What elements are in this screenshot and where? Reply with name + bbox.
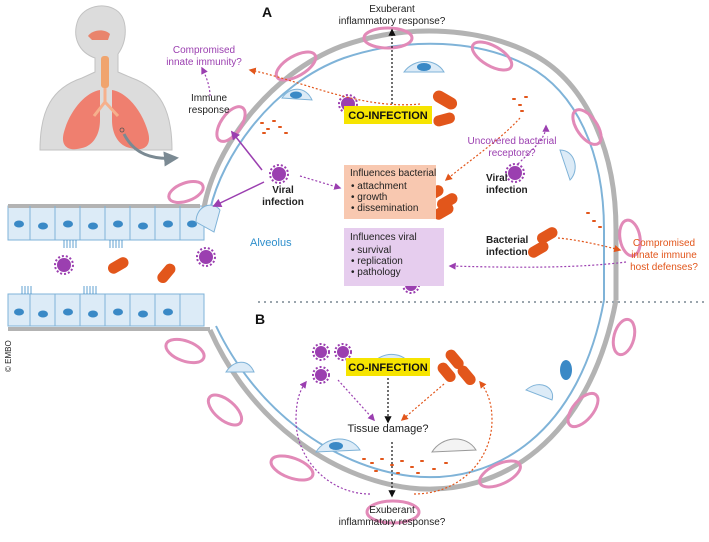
svg-text:• attachment: • attachment xyxy=(351,181,407,192)
bacterium-icon xyxy=(437,362,456,383)
human-torso-lungs-illustration xyxy=(39,5,179,167)
coinfection-banner-bottom: CO-INFECTION xyxy=(346,358,430,376)
virus-icon xyxy=(269,164,289,184)
airway-epithelium-upper xyxy=(7,204,205,248)
bacterium-icon xyxy=(107,257,129,274)
capillaries xyxy=(164,26,642,525)
compromised-host-defenses-line2: innate immune xyxy=(631,250,697,261)
tissue-damage-label: Tissue damage? xyxy=(348,423,429,435)
panel-a-label: A xyxy=(262,4,272,20)
bacterium-icon xyxy=(432,90,458,110)
alveolar-cells xyxy=(195,61,576,453)
exuberant-response-top-line2: inflammatory response? xyxy=(339,16,446,27)
viral-box-item: pathology xyxy=(357,267,400,278)
bacterium-icon xyxy=(527,241,549,258)
svg-text:• growth: • growth xyxy=(351,192,387,203)
coinfection-label-bottom: CO-INFECTION xyxy=(348,362,427,374)
viral-influence-box: Influences viral • survival • replicatio… xyxy=(344,228,444,286)
coinfection-banner-top: CO-INFECTION xyxy=(344,106,432,124)
bacterium-icon xyxy=(445,349,464,370)
svg-text:• pathology: • pathology xyxy=(351,267,401,278)
svg-text:• dissemination: • dissemination xyxy=(351,203,418,214)
coinfection-label-top: CO-INFECTION xyxy=(348,110,427,122)
pathway-arrows xyxy=(201,28,627,498)
viral-infection-left-line2: infection xyxy=(262,197,304,208)
immune-response-line2: response xyxy=(188,105,230,116)
bacterium-icon xyxy=(436,193,458,210)
exuberant-response-bottom-line1: Exuberant xyxy=(369,505,415,516)
virus-icon xyxy=(54,255,74,275)
virus-icon xyxy=(505,163,525,183)
bacterial-infection-line2: infection xyxy=(486,247,528,258)
copyright-label: © EMBO xyxy=(4,340,13,372)
virus-icon xyxy=(196,247,216,267)
compromised-innate-immunity-line1: Compromised xyxy=(173,45,235,56)
exuberant-response-bottom-line2: inflammatory response? xyxy=(339,517,446,528)
bacterium-icon xyxy=(157,263,176,284)
virus-icon xyxy=(334,343,352,361)
viral-infection-left-line1: Viral xyxy=(272,185,294,196)
svg-text:• replication: • replication xyxy=(351,256,403,267)
virus-icon xyxy=(312,366,330,384)
exuberant-response-top-line1: Exuberant xyxy=(369,4,415,15)
bacterial-box-item: growth xyxy=(357,192,387,203)
svg-text:• survival: • survival xyxy=(351,245,391,256)
panel-b-label: B xyxy=(255,311,265,327)
bacterial-box-item: dissemination xyxy=(357,203,418,214)
compromised-host-defenses-line1: Compromised xyxy=(633,238,695,249)
bacterial-box-title: Influences bacterial xyxy=(350,168,436,179)
compromised-innate-immunity-line2: innate immunity? xyxy=(166,57,242,68)
bacterial-box-item: attachment xyxy=(357,181,407,192)
bacterial-particle-clusters xyxy=(260,96,602,474)
viral-box-item: replication xyxy=(357,256,403,267)
immune-response-line1: Immune xyxy=(191,93,228,104)
bacterium-icon xyxy=(457,365,476,386)
viral-box-title: Influences viral xyxy=(350,232,417,243)
viral-infection-right-line1: Viral xyxy=(486,173,508,184)
airway-epithelium-lower xyxy=(7,286,210,331)
viral-box-item: survival xyxy=(357,245,391,256)
alveolus-label: Alveolus xyxy=(250,237,292,249)
virus-icon xyxy=(312,343,330,361)
bacterial-infection-line1: Bacterial xyxy=(486,235,528,246)
bacteria xyxy=(107,90,558,386)
compromised-host-defenses-line3: host defenses? xyxy=(630,262,698,273)
uncovered-receptors-line2: receptors? xyxy=(488,148,536,159)
bacterium-icon xyxy=(433,112,455,127)
bacterium-icon xyxy=(432,203,454,220)
bacterium-icon xyxy=(536,227,558,244)
uncovered-receptors-line1: Uncovered bacterial xyxy=(468,136,557,147)
bacterial-influence-box: Influences bacterial • attachment • grow… xyxy=(344,165,436,219)
viral-infection-right-line2: infection xyxy=(486,185,528,196)
